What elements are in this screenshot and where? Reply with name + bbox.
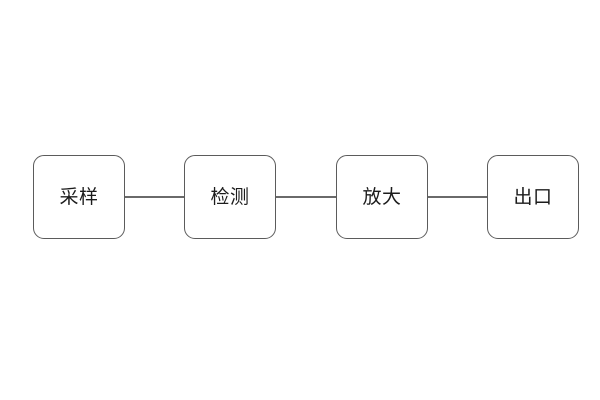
flow-connector-detection-to-amplification [276, 196, 336, 198]
flow-node-detection[interactable]: 检测 [184, 155, 276, 239]
flow-node-label: 检测 [210, 185, 250, 208]
flow-node-label: 放大 [362, 185, 402, 208]
flow-connector-sampling-to-detection [125, 196, 184, 198]
flow-node-amplification[interactable]: 放大 [336, 155, 428, 239]
flow-node-label: 采样 [59, 185, 99, 208]
flow-node-label: 出口 [513, 185, 553, 208]
flow-connector-amplification-to-outlet [428, 196, 487, 198]
flow-node-sampling[interactable]: 采样 [33, 155, 125, 239]
flow-node-outlet[interactable]: 出口 [487, 155, 579, 239]
